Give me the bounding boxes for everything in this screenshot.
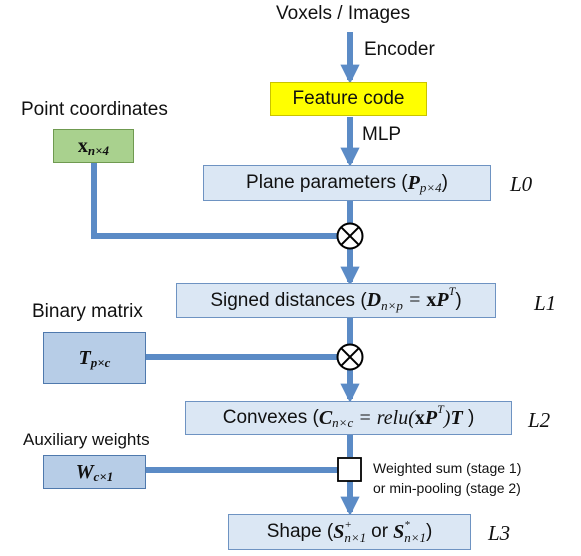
D-symbol: D [366,289,382,311]
layer-label-L0: L0 [510,172,533,196]
input-voxels-images: Voxels / Images [276,3,411,24]
equals-sign: = [407,289,422,311]
plane-parameters-label: Plane parameters ( [246,172,408,193]
T-symbol: T [78,346,91,369]
feature-code-box: Feature code [270,82,427,116]
x-subscript: n×4 [87,143,110,158]
C-subscript: n×c [332,415,354,430]
C-symbol: C [318,406,333,429]
aggregate-op [337,457,362,482]
W-symbol: W [75,460,94,483]
auxiliary-weights-title: Auxiliary weights [23,430,150,449]
point-coordinates-title: Point coordinates [21,99,168,120]
signed-distances-label: Signed distances ( [210,289,367,311]
W-subscript: c×1 [93,469,114,484]
relu-function: relu [376,406,409,429]
label-mlp: MLP [362,124,402,145]
D-subscript: n×p [381,297,403,313]
layer-label-L3: L3 [488,521,511,545]
S-star-subscript: n×1 [404,530,426,545]
transpose-sup: T [448,284,456,298]
S-plus-subscript: n×1 [344,530,367,545]
S-star-sup: * [404,519,410,531]
convexes-label: Convexes ( [222,407,319,428]
multiply-op-1 [336,222,364,250]
S-plus-symbol: S [333,520,345,543]
shape-label: Shape ( [266,521,334,542]
or-word: or [371,521,389,542]
layer-label-L2: L2 [528,408,551,432]
binary-matrix-title: Binary matrix [32,301,143,322]
S-plus-sup: + [344,519,352,531]
P-subscript: p×4 [419,180,442,195]
layer-label-L1: L1 [534,291,557,315]
aggregation-note-line2: or min-pooling (stage 2) [373,480,521,496]
label-encoder: Encoder [364,39,435,60]
P-symbol: P [407,171,420,194]
aggregation-note-line1: Weighted sum (stage 1) [373,460,522,476]
multiply-op-2 [336,343,364,371]
line-points-to-mult1 [91,163,337,239]
x-symbol: x [77,134,88,157]
T-subscript: p×c [90,355,111,370]
S-star-symbol: S [393,520,405,543]
feature-code-label: Feature code [292,88,405,109]
